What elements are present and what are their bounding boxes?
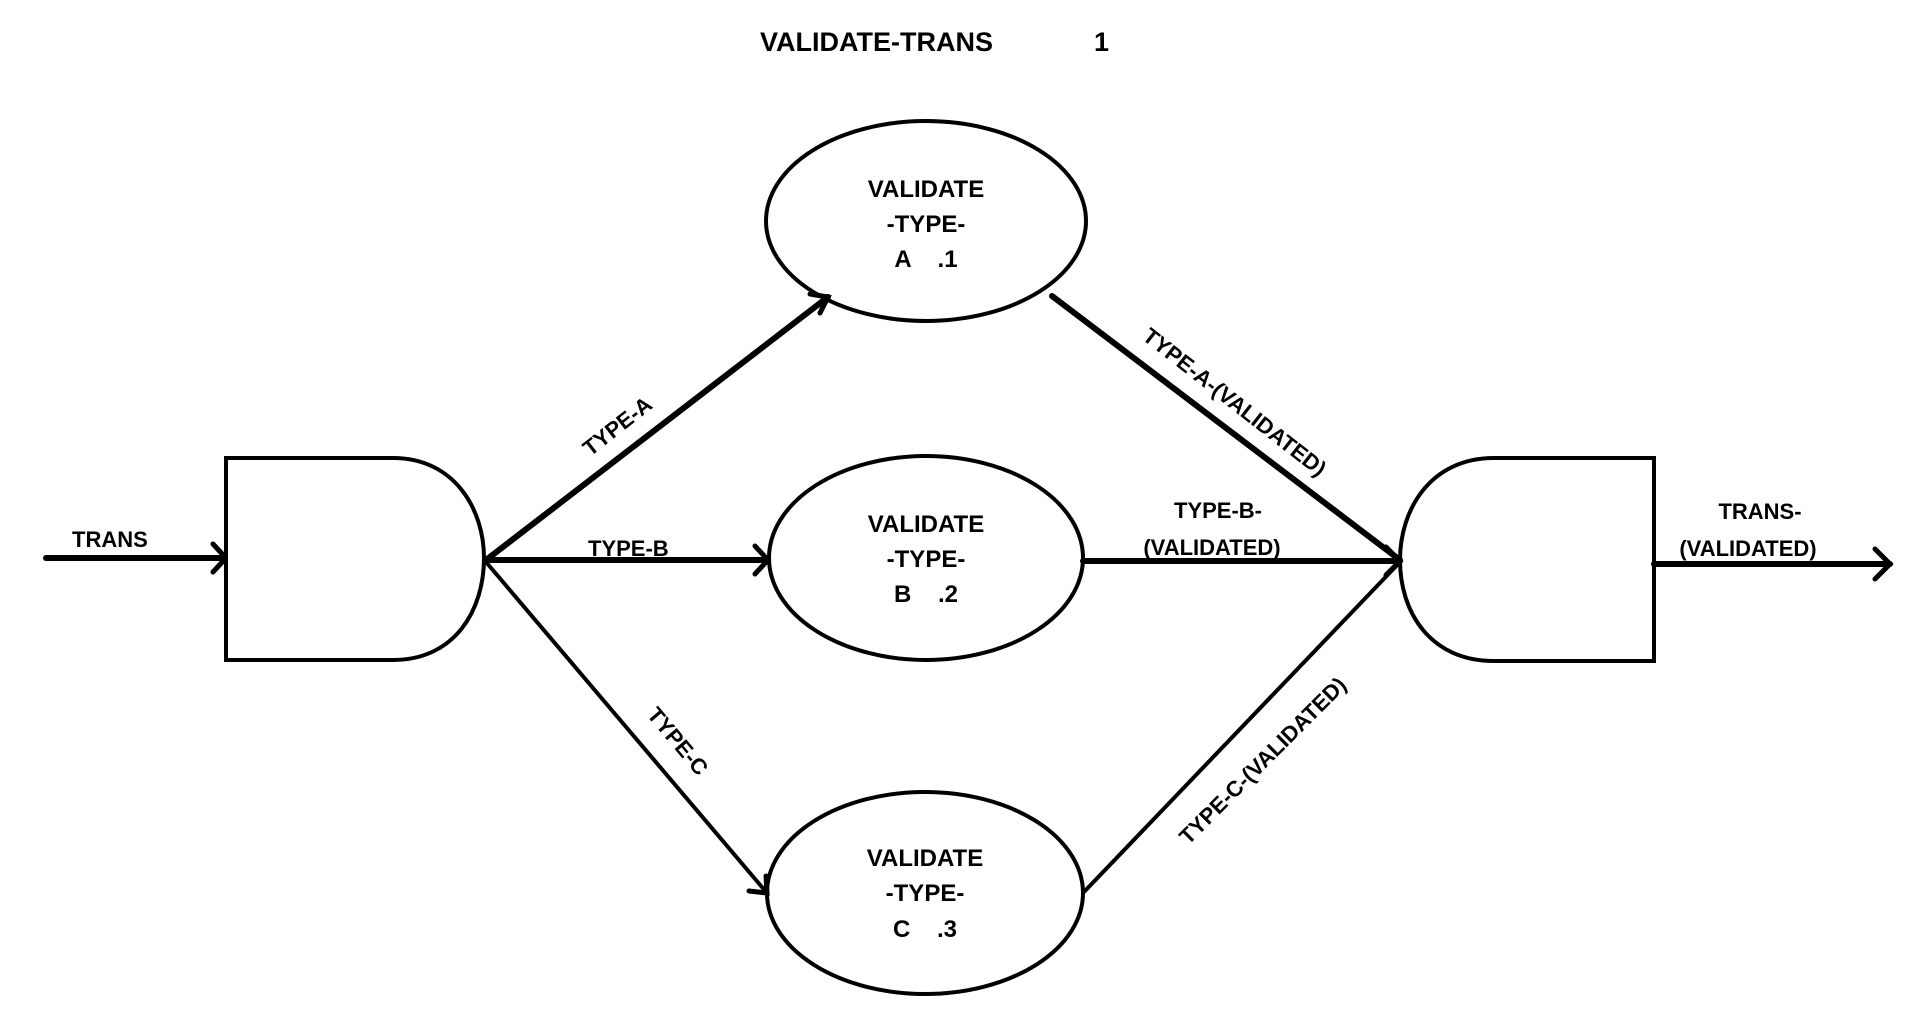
flow-type-a-label: TYPE-A (578, 391, 657, 460)
process-b-line1: VALIDATE (868, 511, 984, 538)
flow-type-a: TYPE-A (483, 291, 832, 563)
process-validate-type-c[interactable]: VALIDATE -TYPE- C .3 (765, 790, 1085, 996)
merge-gate-shape (1397, 456, 1656, 663)
process-b-line2: -TYPE- (887, 546, 966, 573)
process-validate-type-b[interactable]: VALIDATE -TYPE- B .2 (767, 454, 1085, 662)
process-a-line1: VALIDATE (868, 176, 984, 203)
input-flow-trans: TRANS (43, 527, 230, 575)
process-a-ellipse (764, 119, 1088, 323)
output-flow-label-line1: TRANS- (1718, 499, 1801, 524)
output-flow-label-line2: (VALIDATED) (1679, 536, 1816, 561)
process-c-line2: -TYPE- (886, 880, 965, 907)
arrowhead-icon (746, 873, 770, 896)
process-a-line2: -TYPE- (887, 211, 966, 238)
split-gate-shape (224, 456, 487, 662)
flow-type-b-label: TYPE-B (588, 536, 669, 561)
arrowhead-icon (752, 543, 772, 577)
flow-type-b-validated: TYPE-B- (VALIDATED) (1080, 498, 1404, 578)
flow-type-b-validated-label-line1: TYPE-B- (1174, 498, 1262, 523)
flow-type-c-validated-label: TYPE-C-(VALIDATED) (1174, 672, 1351, 849)
process-a-line3: A .1 (894, 246, 957, 273)
flow-type-b: TYPE-B (483, 536, 772, 577)
input-flow-label: TRANS (72, 527, 148, 552)
flow-type-c-label: TYPE-C (642, 702, 713, 780)
page-number: 1 (1094, 27, 1109, 57)
output-flow-trans-validated: TRANS- (VALIDATED) (1651, 499, 1894, 582)
flow-type-b-validated-label-line2: (VALIDATED) (1143, 535, 1280, 560)
diagram-title: VALIDATE-TRANS (760, 27, 993, 57)
arrowhead-icon (807, 291, 832, 316)
flow-type-c-validated: TYPE-C-(VALIDATED) (1081, 560, 1402, 895)
process-c-line1: VALIDATE (867, 845, 983, 872)
flow-type-c: TYPE-C (484, 560, 770, 896)
process-c-line3: C .3 (893, 916, 957, 943)
process-b-line3: B .2 (894, 581, 958, 608)
flow-type-a-validated-label: TYPE-A-(VALIDATED) (1138, 323, 1331, 481)
arrowhead-icon (1872, 546, 1894, 582)
process-validate-type-a[interactable]: VALIDATE -TYPE- A .1 (764, 119, 1088, 323)
